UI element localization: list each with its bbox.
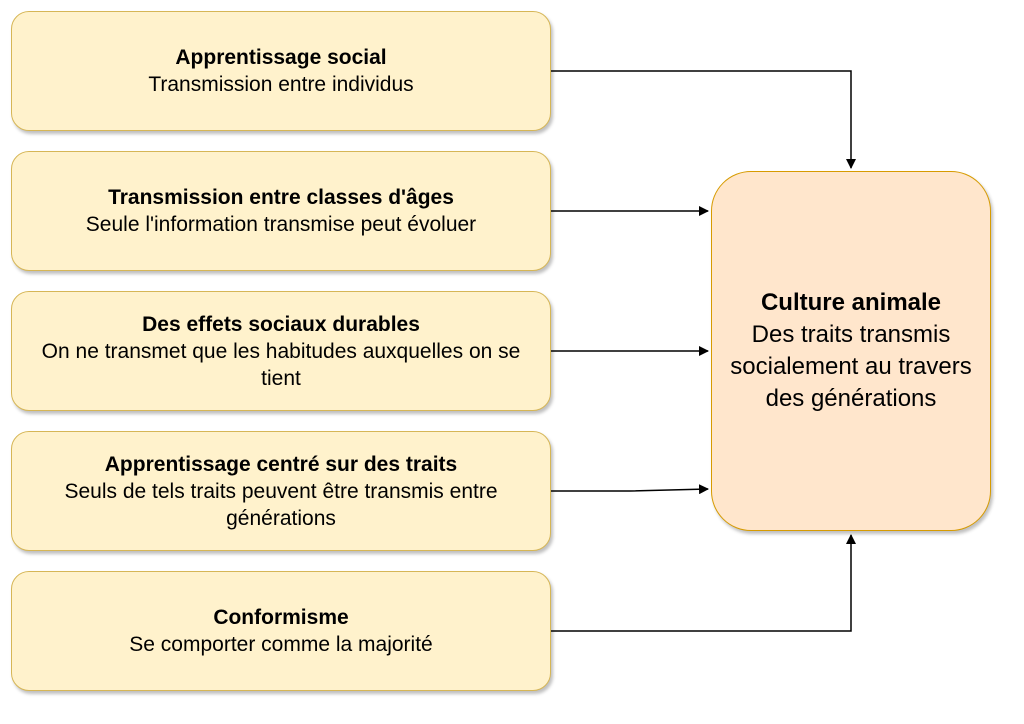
target-title: Culture animale <box>760 289 942 316</box>
edge-apprentissage-traits <box>551 484 709 495</box>
node-description: On ne transmet que les habitudes auxquel… <box>41 339 521 390</box>
node-description: Seule l'information transmise peut évolu… <box>85 213 477 236</box>
target-description: Des traits transmis socialement au trave… <box>730 321 972 412</box>
node-title: Apprentissage centré sur des traits <box>104 452 458 476</box>
node-description: Seuls de tels traits peuvent être transm… <box>64 479 498 530</box>
edge-apprentissage-social <box>551 70 856 169</box>
node-title: Apprentissage social <box>175 46 387 69</box>
node-title: Transmission entre classes d'âges <box>108 186 454 209</box>
node-culture-animale: Culture animale Des traits transmis soci… <box>711 171 991 531</box>
node-description: Transmission entre individus <box>148 73 414 96</box>
edge-conformisme <box>551 534 856 632</box>
node-apprentissage-traits: Apprentissage centré sur des traits Seul… <box>11 431 551 551</box>
node-transmission-classes-ages: Transmission entre classes d'âges Seule … <box>11 151 551 271</box>
node-effets-sociaux-durables: Des effets sociaux durables On ne transm… <box>11 291 551 411</box>
node-apprentissage-social: Apprentissage social Transmission entre … <box>11 11 551 131</box>
node-description: Se comporter comme la majorité <box>129 633 433 656</box>
node-conformisme: Conformisme Se comporter comme la majori… <box>11 571 551 691</box>
node-title: Des effets sociaux durables <box>142 312 420 336</box>
node-title: Conformisme <box>213 606 349 629</box>
